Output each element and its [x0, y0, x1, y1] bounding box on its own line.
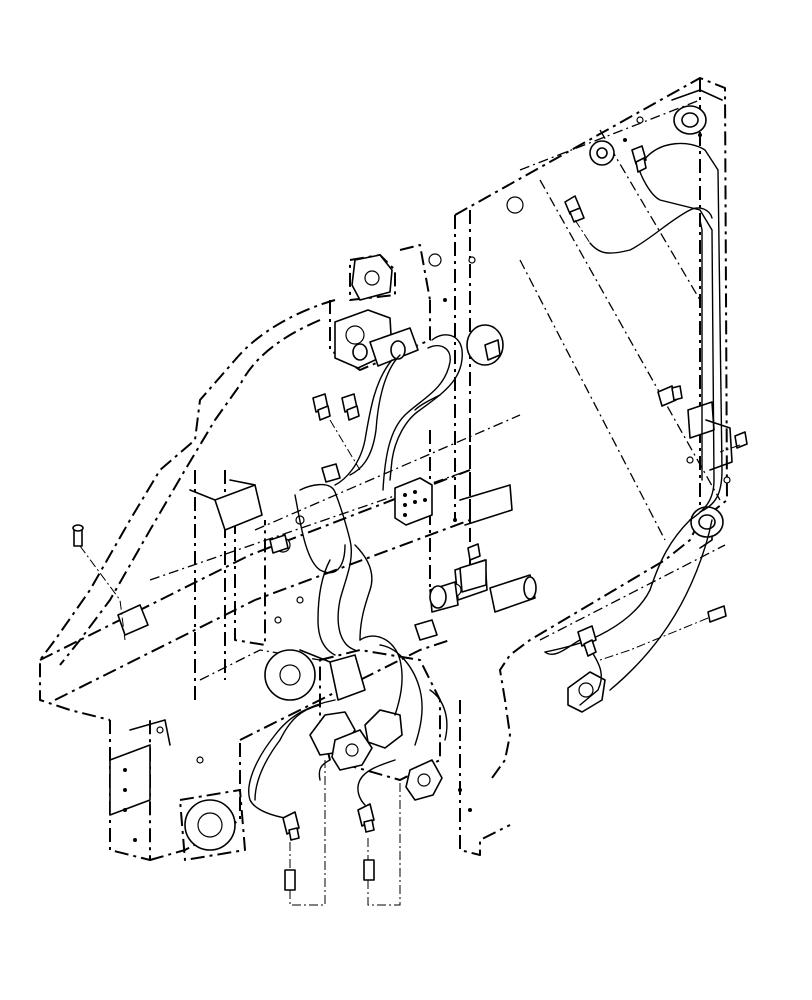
cylinder-ends: [184, 105, 724, 851]
valve-cylinder: [429, 559, 537, 613]
hydraulic-hoses: [248, 142, 723, 819]
elbow-fitting-5: [321, 463, 341, 483]
bolt-left: [269, 534, 289, 554]
elbow-fitting-9: [357, 803, 375, 833]
elbow-fitting-3: [312, 393, 331, 421]
bulkhead-plate-1: [331, 729, 373, 771]
elbow-fitting-8: [282, 811, 300, 841]
zerk-bottom-2: [363, 859, 375, 881]
zerk-right: [707, 605, 727, 623]
zerk-bottom-1: [284, 869, 296, 891]
side-frame: [39, 77, 728, 861]
round-plate: [466, 324, 504, 366]
leader-lines: [79, 219, 741, 906]
frame-details: [109, 89, 733, 816]
flange-bottom-left: [184, 799, 236, 851]
elbow-fitting-4: [341, 393, 360, 421]
mounting-holes: [123, 116, 731, 842]
bulkhead-plate-2: [405, 759, 443, 801]
elbow-fittings: [282, 145, 683, 841]
cylinder-eye-upper: [589, 140, 615, 166]
elbow-fitting-1: [631, 145, 647, 173]
elbow-fitting-2: [564, 195, 585, 223]
bolt-center: [467, 543, 481, 561]
valve-block: [334, 254, 419, 369]
zerk-right-side: [734, 431, 748, 449]
flange-bottom-right: [567, 671, 606, 713]
cylinder-eye-top: [673, 105, 707, 135]
elbow-fitting-6: [657, 385, 683, 407]
grease-zerks: [72, 431, 748, 891]
elbow-fitting-7: [577, 625, 597, 657]
cylinder-eye-right: [690, 506, 724, 538]
manifold-block: [394, 477, 433, 526]
zerk-left: [72, 524, 84, 547]
